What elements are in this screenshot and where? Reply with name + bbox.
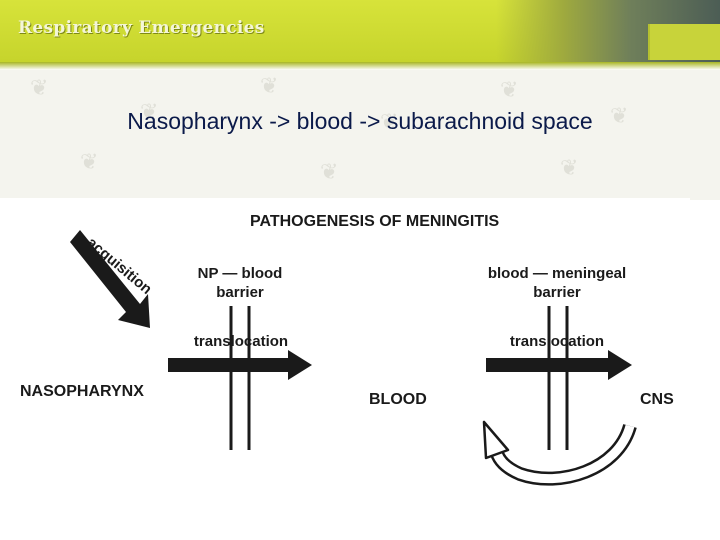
- node-blood: BLOOD: [369, 391, 427, 408]
- diagram-canvas: PATHOGENESIS OF MENINGITIS acquisition N…: [20, 213, 674, 486]
- pathogenesis-diagram: PATHOGENESIS OF MENINGITIS acquisition N…: [0, 198, 690, 500]
- node-nasopharynx: NASOPHARYNX: [20, 383, 144, 400]
- barrier2-label-line1: blood — meningeal: [488, 265, 626, 282]
- acquisition-arrow: [70, 230, 150, 328]
- diagram-title: PATHOGENESIS OF MENINGITIS: [250, 213, 500, 230]
- barrier1-label-line2: barrier: [216, 284, 264, 301]
- translocation-arrow-2: [486, 350, 632, 380]
- translocation-arrow-1: [168, 350, 312, 380]
- np-blood-barrier: [229, 306, 251, 450]
- blood-meningeal-barrier: [547, 306, 569, 450]
- background-texture: ❦ ❦ ❦ ❦ ❦ ❦ ❦ ❦ ❦: [0, 70, 720, 200]
- curved-return-arrow: [482, 420, 637, 486]
- translocation-label-2: translocation: [510, 333, 604, 350]
- barrier1-label-line1: NP — blood: [198, 265, 283, 282]
- header-shadow: [0, 62, 720, 70]
- slide-subtitle: Nasopharynx -> blood -> subarachnoid spa…: [127, 108, 593, 134]
- slide-header-title: Respiratory Emergencies: [18, 18, 265, 38]
- header-photo-accent: [648, 24, 720, 60]
- barrier2-label-line2: barrier: [533, 284, 581, 301]
- translocation-label-1: translocation: [194, 333, 288, 350]
- node-cns: CNS: [640, 391, 674, 408]
